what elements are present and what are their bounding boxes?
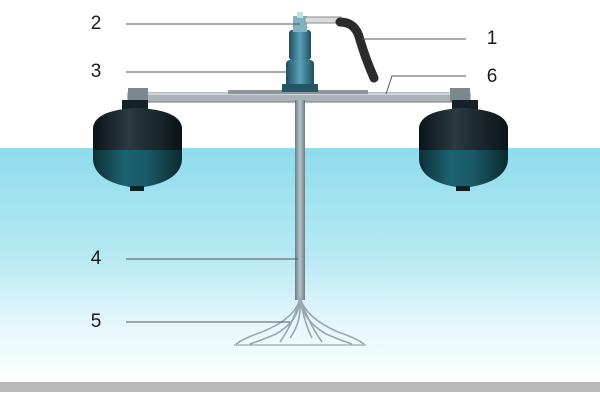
pump-motor-icon [282, 12, 342, 92]
callout-1: 1 [486, 28, 498, 49]
diffuser-icon [234, 297, 366, 346]
callout-2: 2 [90, 13, 102, 34]
leader-line-6 [385, 75, 466, 95]
float-tank-icon [419, 100, 508, 191]
float-tank-icon [93, 100, 182, 191]
callout-6: 6 [486, 66, 498, 87]
callout-4: 4 [90, 248, 102, 269]
callout-5: 5 [90, 311, 102, 332]
floor-line [0, 382, 600, 392]
hose-icon [335, 17, 379, 83]
leader-lines [126, 23, 466, 323]
callout-3: 3 [90, 61, 102, 82]
shaft [295, 100, 305, 300]
